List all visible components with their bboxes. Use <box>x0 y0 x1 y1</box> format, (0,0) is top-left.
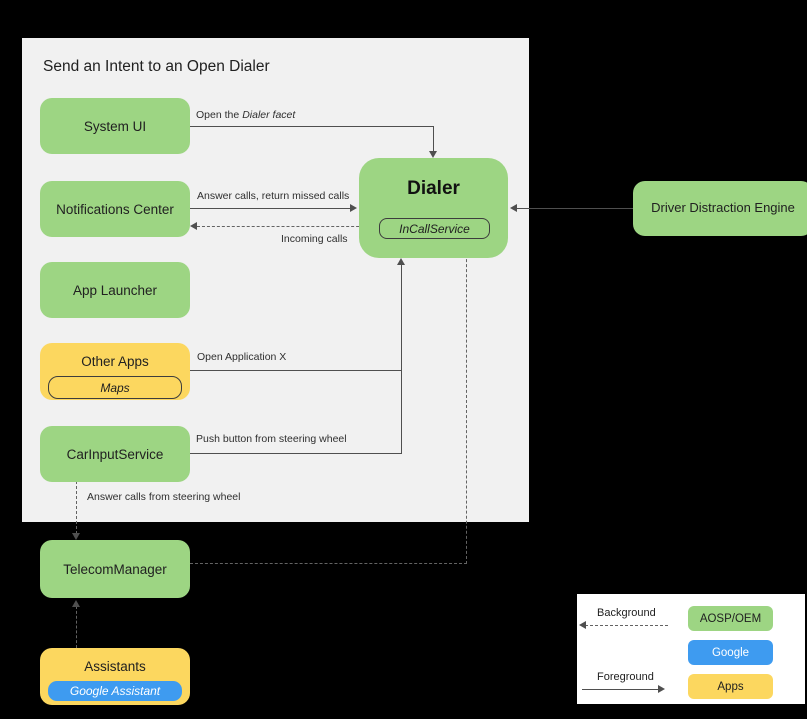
edge-label-italic: Dialer facet <box>242 109 296 121</box>
edge-open-dialer-facet-hline <box>190 126 434 127</box>
node-assistants: Assistants Google Assistant <box>40 648 190 705</box>
legend-background-arrowhead <box>579 621 586 629</box>
legend-swatch-google: Google <box>688 640 773 665</box>
edge-label-answer-steering: Answer calls from steering wheel <box>87 491 241 503</box>
edge-answer-calls-line <box>190 208 351 209</box>
edge-distraction-line <box>517 208 633 209</box>
arrowhead-into-telecom-bottom <box>72 600 80 607</box>
node-telecom-manager-label: TelecomManager <box>63 561 167 577</box>
legend-foreground-arrowhead <box>658 685 665 693</box>
node-notifications-center: Notifications Center <box>40 181 190 237</box>
edge-label-incoming-calls: Incoming calls <box>281 233 348 245</box>
legend-foreground-arrow-line <box>582 689 659 690</box>
legend-background-label: Background <box>597 607 656 619</box>
arrowhead-into-telecom-top <box>72 533 80 540</box>
node-system-ui: System UI <box>40 98 190 154</box>
node-car-input-service-label: CarInputService <box>66 446 164 462</box>
arrowhead-into-dialer-top <box>429 151 437 158</box>
node-google-assistant-pill: Google Assistant <box>48 681 182 701</box>
edge-assistant-vline <box>76 606 77 648</box>
node-app-launcher: App Launcher <box>40 262 190 318</box>
edge-label-push-button: Push button from steering wheel <box>196 433 347 445</box>
node-assistants-label: Assistants <box>84 659 146 674</box>
diagram-title: Send an Intent to an Open Dialer <box>43 58 270 75</box>
legend-swatch-aosp-oem: AOSP/OEM <box>688 606 773 631</box>
node-maps-pill: Maps <box>48 376 182 399</box>
edge-incoming-calls-line <box>197 226 379 227</box>
legend-swatch-apps: Apps <box>688 674 773 699</box>
edge-push-button-line <box>190 453 402 454</box>
legend-foreground-label: Foreground <box>597 671 654 683</box>
edge-label-prefix: Open the <box>196 109 240 121</box>
edge-telecom-hline <box>190 563 467 564</box>
node-incallservice-pill: InCallService <box>379 218 490 239</box>
node-system-ui-label: System UI <box>83 118 147 134</box>
node-notifications-center-label: Notifications Center <box>56 201 174 217</box>
edge-label-open-application-x: Open Application X <box>197 351 287 363</box>
arrowhead-into-dialer-right <box>510 204 517 212</box>
edge-open-dialer-facet-vline <box>433 126 434 152</box>
node-dialer: Dialer InCallService <box>359 158 508 258</box>
arrowhead-into-notifications <box>190 222 197 230</box>
edge-merge-vline <box>401 264 402 454</box>
node-app-launcher-label: App Launcher <box>72 282 158 298</box>
arrowhead-into-dialer-left <box>350 204 357 212</box>
node-driver-distraction-engine: Driver Distraction Engine <box>633 181 807 236</box>
edge-label-answer-calls: Answer calls, return missed calls <box>197 190 350 202</box>
node-dialer-label: Dialer <box>407 178 460 199</box>
legend-background-arrow-line <box>585 625 668 626</box>
edge-steering-vline <box>76 481 77 534</box>
arrowhead-into-dialer-bottom <box>397 258 405 265</box>
edge-telecom-vline <box>466 244 467 564</box>
node-car-input-service: CarInputService <box>40 426 190 482</box>
edge-open-application-line <box>190 370 402 371</box>
node-other-apps-label: Other Apps <box>81 354 149 369</box>
node-driver-distraction-label: Driver Distraction Engine <box>651 200 795 216</box>
node-other-apps: Other Apps Maps <box>40 343 190 400</box>
node-telecom-manager: TelecomManager <box>40 540 190 598</box>
